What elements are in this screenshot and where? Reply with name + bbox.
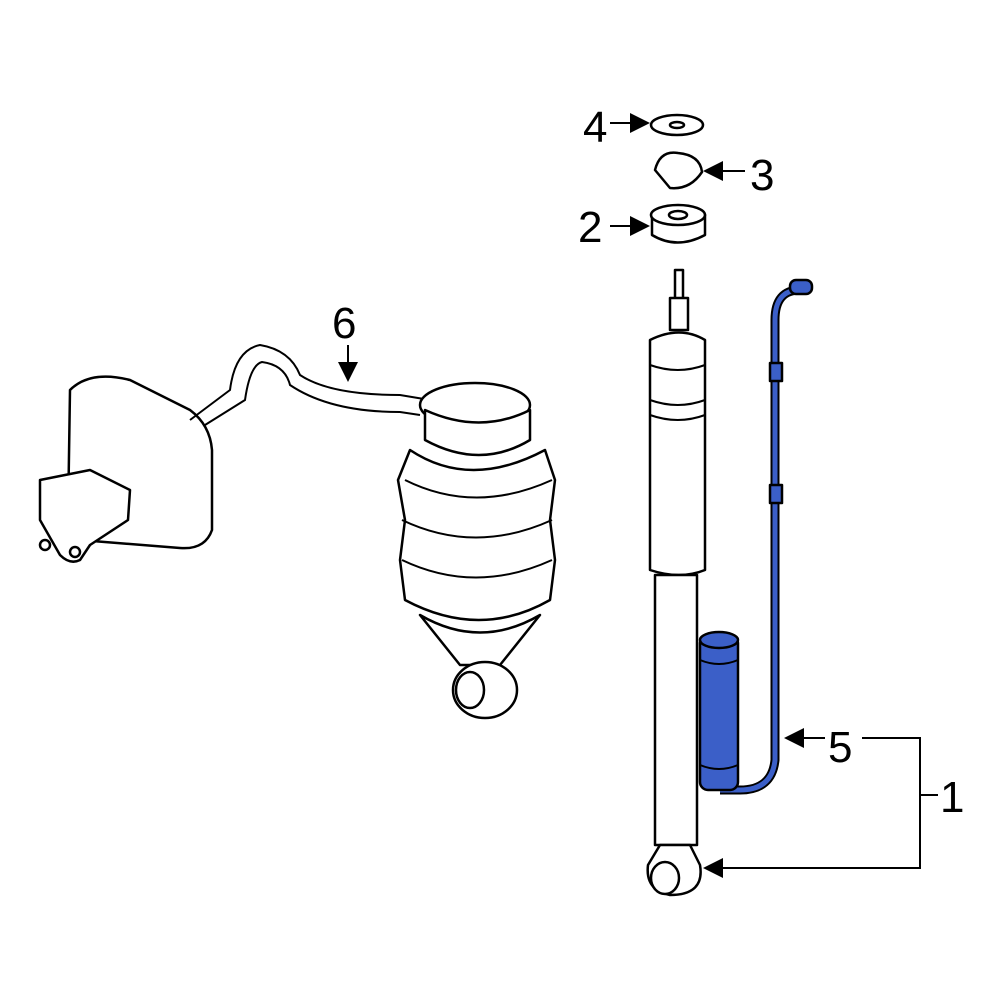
shock-absorber[interactable] <box>646 268 707 897</box>
callout-6[interactable]: 6 <box>332 299 356 348</box>
washer[interactable] <box>649 113 705 137</box>
callout-1[interactable]: 1 <box>940 773 964 822</box>
air-spring-assembly[interactable] <box>38 343 557 720</box>
callout-4[interactable]: 4 <box>583 103 607 152</box>
bump-stop[interactable] <box>653 151 704 190</box>
callout-3[interactable]: 3 <box>750 151 774 200</box>
mount-bushing[interactable] <box>649 203 707 244</box>
callout-5[interactable]: 5 <box>828 723 852 772</box>
sensor-wire[interactable] <box>698 278 814 795</box>
callout-2[interactable]: 2 <box>578 203 602 252</box>
